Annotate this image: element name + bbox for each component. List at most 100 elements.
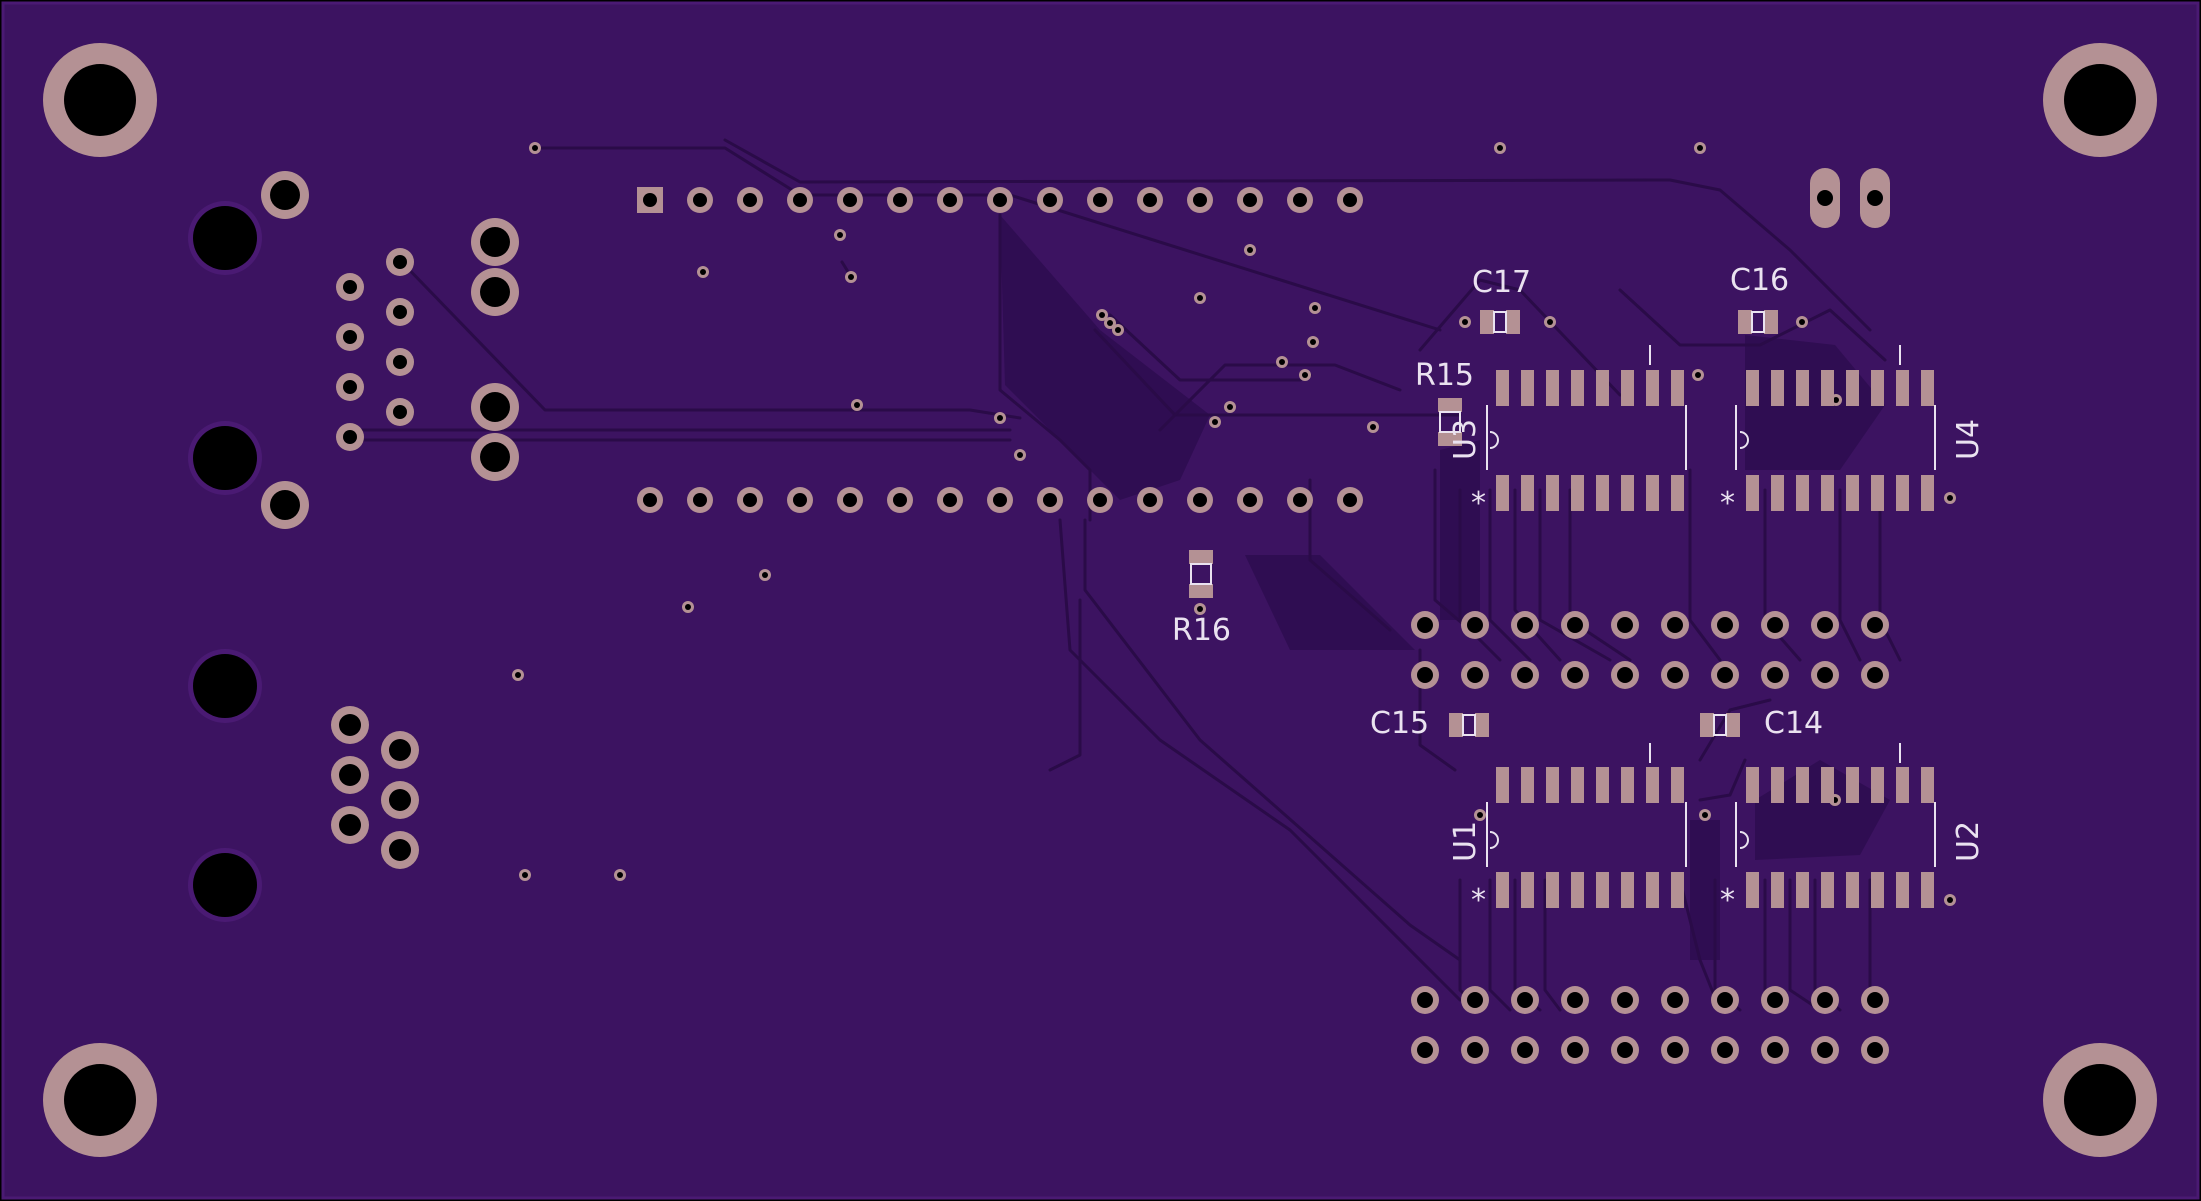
right-header-pin-3-5-drill: [1667, 1042, 1683, 1058]
trace-16: [1488, 488, 1532, 662]
u2-bottom-pin-5: [1871, 872, 1884, 908]
left-connector-pad-5-drill: [480, 442, 510, 472]
ic-notch-2: [1489, 831, 1499, 849]
u2-bottom-pin-6: [1896, 872, 1909, 908]
label-c16: C16: [1730, 263, 1789, 298]
mounting-hole-drill-1: [2064, 64, 2136, 136]
right-header-pin-0-1-drill: [1467, 617, 1483, 633]
via-10-drill: [1197, 295, 1203, 301]
via-8-drill: [1107, 320, 1113, 326]
lower-connector-pad-5-drill: [389, 839, 411, 861]
via-15-drill: [1302, 372, 1308, 378]
via-28-drill: [1197, 606, 1203, 612]
trace-27: [1543, 878, 1562, 1012]
pin1-marker-u4: *: [1720, 486, 1735, 521]
u4-top-pin-0: [1746, 370, 1759, 406]
header-top-pin-5-drill: [893, 193, 907, 207]
right-header-pin-1-3-drill: [1567, 667, 1583, 683]
c14-pad-b: [1726, 713, 1740, 737]
header-bottom-pin-4-drill: [843, 493, 857, 507]
header-top-pin-3-drill: [793, 193, 807, 207]
u3-bottom-pin-0: [1496, 475, 1509, 511]
u1-top-pin-7: [1671, 767, 1684, 803]
u2-top-pin-3: [1821, 767, 1834, 803]
via-14-drill: [1279, 359, 1285, 365]
u3-top-pin-5: [1621, 370, 1634, 406]
left-connector-pad-4-drill: [480, 392, 510, 422]
u2-top-pin-6: [1896, 767, 1909, 803]
ic-notch-3: [1739, 831, 1749, 849]
r15-pad-b: [1438, 432, 1462, 446]
right-header-pin-3-9-drill: [1867, 1042, 1883, 1058]
smd-components: [1189, 310, 1936, 908]
via-11-drill: [1212, 419, 1218, 425]
right-header-pin-1-2-drill: [1517, 667, 1533, 683]
u4-top-pin-7: [1921, 370, 1934, 406]
r16-outline: [1190, 563, 1212, 585]
right-header-pin-0-8-drill: [1817, 617, 1833, 633]
via-31-drill: [515, 672, 521, 678]
header-top-pin-11-drill: [1193, 193, 1207, 207]
right-header-pin-0-0-drill: [1417, 617, 1433, 633]
vias: [512, 142, 1956, 906]
trace-37: [1048, 598, 1082, 772]
label-c14: C14: [1764, 706, 1823, 741]
via-22-drill: [1697, 145, 1703, 151]
trace-1: [723, 138, 1872, 332]
c17-outline: [1493, 311, 1507, 333]
left-connector-pad-0-drill: [270, 180, 300, 210]
left-connector-pad-3-drill: [480, 277, 510, 307]
via-3-drill: [848, 274, 854, 280]
right-header-pin-3-7-drill: [1767, 1042, 1783, 1058]
right-header-pin-0-2-drill: [1517, 617, 1533, 633]
header-bottom-pin-13-drill: [1293, 493, 1307, 507]
header-bottom-pin-0-drill: [643, 493, 657, 507]
lower-connector-pad-4-drill: [389, 789, 411, 811]
u4-top-pin-3: [1821, 370, 1834, 406]
traces: [348, 138, 1902, 1012]
u3-top-pin-0: [1496, 370, 1509, 406]
through-hole-pads: [188, 168, 1890, 1064]
u2-bottom-pin-0: [1746, 872, 1759, 908]
rj-pin-0-drill: [393, 255, 407, 269]
c16-pad-b: [1764, 310, 1778, 334]
u2-top-pin-2: [1796, 767, 1809, 803]
header-bottom-pin-1-drill: [693, 493, 707, 507]
right-header-pin-3-4-drill: [1617, 1042, 1633, 1058]
u4-bottom-pin-0: [1746, 475, 1759, 511]
right-header-pin-0-9-drill: [1867, 617, 1883, 633]
right-header-pin-2-4-drill: [1617, 992, 1633, 1008]
u3-bottom-pin-2: [1546, 475, 1559, 511]
via-0-drill: [532, 145, 538, 151]
pin1-marker-u1: *: [1471, 883, 1486, 918]
mounting-hole-drill-2: [64, 1064, 136, 1136]
copper-pour-3: [1745, 335, 1885, 470]
right-header-pin-2-7-drill: [1767, 992, 1783, 1008]
u4-top-pin-6: [1896, 370, 1909, 406]
via-5-drill: [997, 415, 1003, 421]
via-20-drill: [1497, 145, 1503, 151]
via-35-drill: [1702, 812, 1708, 818]
right-header-pin-0-4-drill: [1617, 617, 1633, 633]
u2-top-pin-5: [1871, 767, 1884, 803]
right-header-pin-1-0-drill: [1417, 667, 1433, 683]
via-16-drill: [1310, 339, 1316, 345]
u1-top-pin-6: [1646, 767, 1659, 803]
trace-25: [1488, 878, 1512, 1012]
via-34-drill: [1477, 812, 1483, 818]
header-top-pin-7-drill: [993, 193, 1007, 207]
u3-top-pin-2: [1546, 370, 1559, 406]
u4-bottom-pin-6: [1896, 475, 1909, 511]
rj-pin-6-drill: [343, 380, 357, 394]
via-21-drill: [1547, 319, 1553, 325]
rj-pin-5-drill: [343, 330, 357, 344]
u3-bottom-pin-7: [1671, 475, 1684, 511]
silkscreen-labels: C17 C16 R15 R16 C15 C14 U3 U4 U1 U2: [1172, 263, 1986, 862]
header-bottom-pin-8-drill: [1043, 493, 1057, 507]
c16-pad-a: [1738, 310, 1752, 334]
u3-bottom-pin-3: [1571, 475, 1584, 511]
u4-bottom-pin-5: [1871, 475, 1884, 511]
via-4-drill: [854, 402, 860, 408]
copper-pour-0: [1000, 215, 1210, 500]
